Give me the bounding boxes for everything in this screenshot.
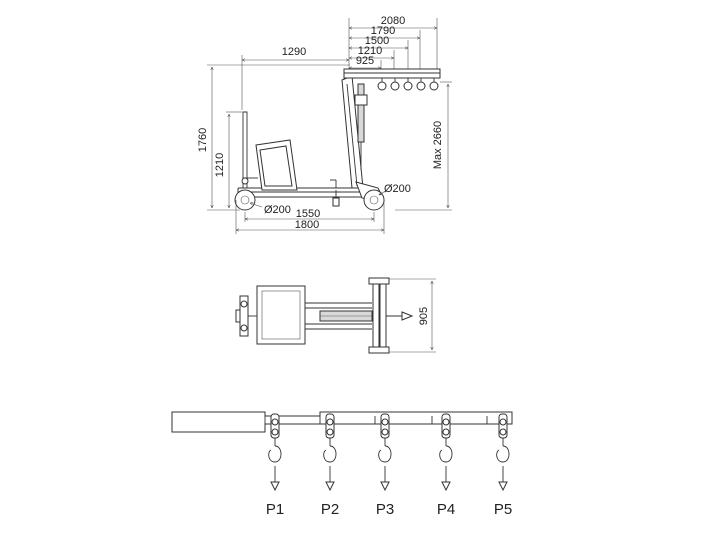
height-dimensions: 1760 1210 (197, 64, 350, 211)
boom-detail: P1 P2 P3 P4 P5 (171, 411, 513, 518)
top-view: 905 (235, 277, 436, 354)
wheel-dimensions: Ø200 Ø200 (250, 183, 411, 216)
hook-4 (439, 413, 453, 492)
position-label-p5: P5 (494, 501, 512, 518)
dim-1760: 1760 (197, 128, 209, 152)
dim-1800: 1800 (295, 219, 319, 231)
hook-5 (496, 413, 510, 492)
hook-positions (268, 413, 510, 492)
dim-905: 905 (418, 307, 430, 325)
reach-dimension: 1290 (242, 46, 349, 110)
side-view: 2080 1790 1500 1210 925 1290 1760 1210 (197, 15, 452, 234)
rear-wheel (234, 189, 256, 211)
dim-1550: 1550 (296, 208, 320, 220)
dim-front-wheel: Ø200 (384, 183, 411, 195)
dim-1210: 1210 (358, 45, 382, 57)
dim-1210-handle: 1210 (214, 153, 226, 177)
hook-2 (323, 413, 337, 492)
position-label-p4: P4 (437, 501, 455, 518)
dim-1790: 1790 (371, 25, 395, 37)
dim-2080: 2080 (381, 15, 405, 27)
front-wheel (363, 189, 385, 211)
dim-max-2660: Max 2660 (432, 121, 444, 169)
max-height-dimension: Max 2660 (395, 81, 452, 211)
dim-rear-wheel: Ø200 (264, 204, 291, 216)
dim-925: 925 (356, 55, 374, 67)
position-label-p1: P1 (266, 501, 284, 518)
hook-1 (268, 413, 282, 492)
position-label-p3: P3 (376, 501, 394, 518)
width-dimension: 905 (389, 278, 436, 353)
top-dimension-stack: 2080 1790 1500 1210 925 (349, 15, 437, 70)
position-label-p2: P2 (321, 501, 339, 518)
crane-chassis (237, 68, 441, 207)
bottom-dimensions: 1550 1800 (236, 200, 384, 234)
boom-hooks (377, 78, 439, 91)
hook-3 (378, 413, 392, 492)
dim-1500: 1500 (365, 35, 389, 47)
dim-1290: 1290 (282, 46, 306, 58)
